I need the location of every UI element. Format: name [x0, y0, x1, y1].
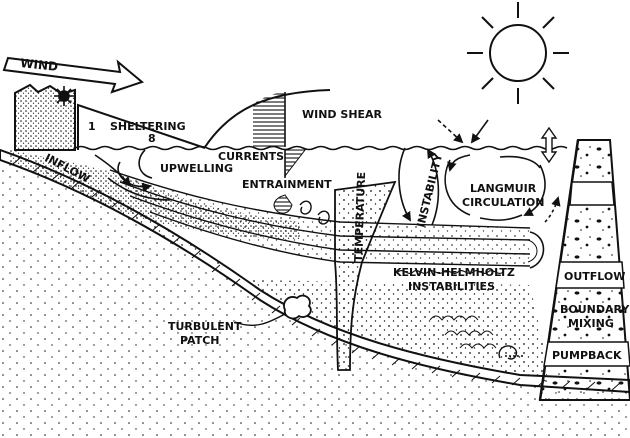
label-langmuir-2: CIRCULATION [462, 196, 544, 209]
label-kh-1: KELVIN-HELMHOLTZ [393, 266, 515, 279]
entrainment-hatch [274, 195, 292, 213]
label-langmuir-1: LANGMUIR [470, 182, 537, 195]
wind-shear-hatch [253, 92, 285, 147]
tree-icon [54, 86, 74, 106]
label-pumpback: PUMPBACK [552, 349, 622, 362]
label-wind-shear: WIND SHEAR [302, 108, 383, 121]
label-turbulent-1: TURBULENT [168, 320, 242, 333]
label-sheltering-num-8: 8 [148, 132, 156, 145]
label-boundary-2: MIXING [568, 317, 614, 330]
double-arrow-icon [542, 128, 556, 162]
label-outflow: OUTFLOW [564, 270, 625, 283]
label-entrainment: ENTRAINMENT [242, 178, 332, 191]
label-boundary-1: BOUNDARY [560, 303, 630, 316]
label-kh-2: INSTABILITIES [408, 280, 495, 293]
label-upwelling: UPWELLING [160, 162, 233, 175]
surface-convergence-arrows [438, 120, 488, 142]
label-instability: INSTABILITY [414, 151, 445, 228]
currents-hatch [285, 150, 305, 176]
sun-icon [467, 2, 569, 104]
label-sheltering-num-1: 1 [88, 120, 96, 133]
turbulent-patch [284, 296, 311, 319]
outflow-arrow [545, 198, 558, 222]
dam-band-top [570, 182, 614, 205]
kh-billow [528, 232, 544, 268]
label-turbulent-2: PATCH [180, 334, 220, 347]
water-surface [75, 147, 567, 150]
